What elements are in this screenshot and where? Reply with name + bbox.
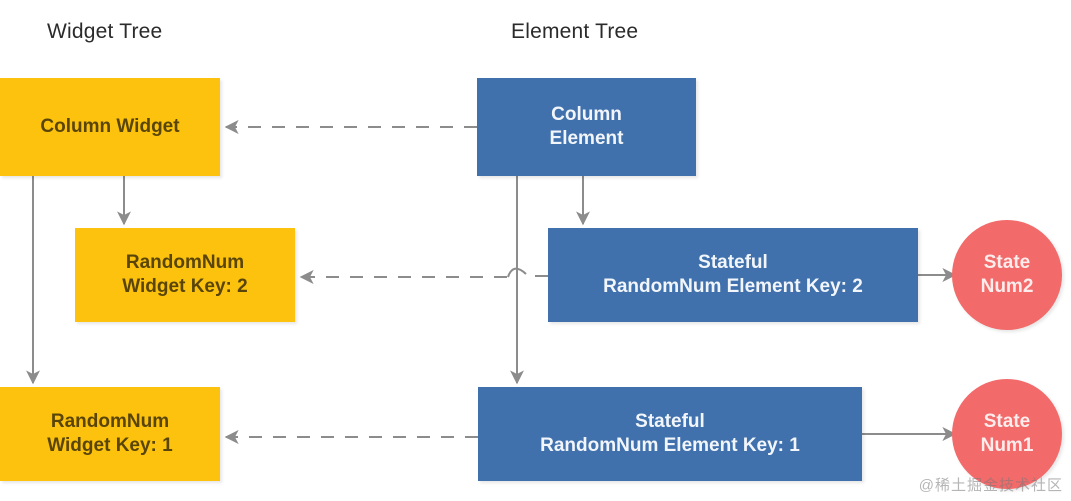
node-stateful-randomnum-element-key-1-line2: RandomNum Element Key: 1 [540, 435, 800, 456]
node-stateful-randomnum-element-key-2-line1: Stateful [698, 252, 768, 274]
node-state-num2-line2: Num2 [980, 276, 1034, 297]
widget-tree-title: Widget Tree [47, 20, 163, 43]
node-randomnum-widget-key-2-line2: Widget Key: 2 [122, 276, 248, 297]
node-randomnum-widget-key-1-line1: RandomNum [50, 411, 170, 433]
node-column-element[interactable]: Column Element [477, 78, 696, 176]
node-stateful-randomnum-element-key-2[interactable]: Stateful RandomNum Element Key: 2 [548, 228, 918, 322]
node-column-widget[interactable]: Column Widget [0, 78, 220, 176]
node-stateful-randomnum-element-key-1[interactable]: Stateful RandomNum Element Key: 1 [478, 387, 862, 481]
node-column-widget-label: Column Widget [40, 116, 180, 138]
node-stateful-randomnum-element-key-1-line1: Stateful [635, 411, 705, 433]
node-state-num1-line1: State [983, 411, 1031, 433]
node-state-num1-line2: Num1 [980, 435, 1034, 456]
watermark: @稀土掘金技术社区 [918, 477, 1063, 494]
node-state-num2-line1: State [983, 252, 1031, 274]
edge-line-hop-arc [507, 267, 527, 278]
node-state-num2[interactable]: State Num2 [952, 220, 1062, 330]
node-column-element-line1: Column [551, 104, 622, 126]
node-column-element-line2: Element [549, 128, 624, 149]
node-randomnum-widget-key-1[interactable]: RandomNum Widget Key: 1 [0, 387, 220, 481]
node-randomnum-widget-key-2[interactable]: RandomNum Widget Key: 2 [75, 228, 295, 322]
node-randomnum-widget-key-2-line1: RandomNum [125, 252, 245, 274]
element-tree-title: Element Tree [511, 20, 639, 43]
node-randomnum-widget-key-1-line2: Widget Key: 1 [47, 435, 173, 456]
node-state-num1[interactable]: State Num1 [952, 379, 1062, 489]
node-stateful-randomnum-element-key-2-line2: RandomNum Element Key: 2 [603, 276, 863, 297]
